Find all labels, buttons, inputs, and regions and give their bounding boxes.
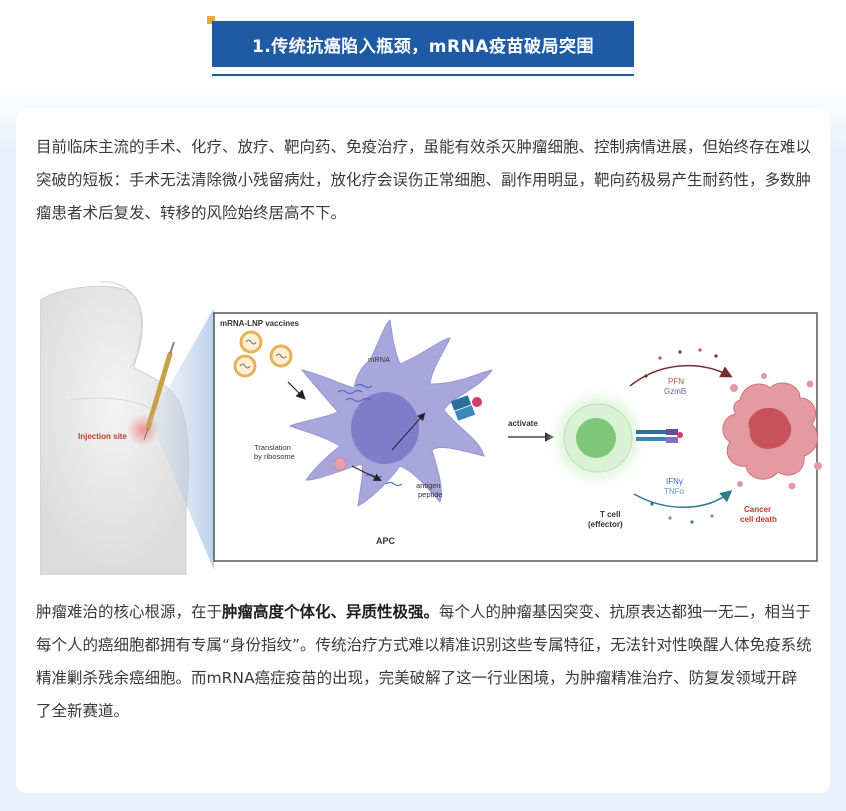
cancer-label-1: Cancer	[744, 505, 771, 514]
vaccines-label: mRNA-LNP vaccines	[220, 319, 300, 328]
zoom-cone	[150, 308, 214, 570]
paragraph-core-reason-emphasis: 肿瘤高度个体化、异质性极强。	[222, 603, 440, 621]
mrna-label: mRNA	[368, 355, 390, 364]
content-card: 目前临床主流的手术、化疗、放疗、靶向药、免疫治疗，虽能有效杀灭肿瘤细胞、控制病情…	[16, 109, 830, 793]
gzmb-label: GzmB	[664, 387, 686, 396]
paragraph-core-reason-start: 肿瘤难治的核心根源，在于	[36, 603, 223, 621]
section-title: 1.传统抗癌陷入瓶颈，mRNA疫苗破局突围	[207, 16, 635, 76]
apc-label: APC	[376, 536, 396, 546]
section-title-text: 1.传统抗癌陷入瓶颈，mRNA疫苗破局突围	[212, 21, 634, 67]
translation-label-1: Translation	[254, 443, 291, 452]
antigen-label-1: antigen	[416, 481, 441, 490]
ifn-arrow	[633, 490, 733, 508]
activate-label: activate	[508, 419, 538, 428]
injection-site-label: Injection site	[78, 432, 127, 441]
paragraph-intro: 目前临床主流的手术、化疗、放疗、靶向药、免疫治疗，虽能有效杀灭肿瘤细胞、控制病情…	[36, 138, 812, 222]
pfn-arrow	[629, 364, 733, 387]
t-cell-label-2: (effector)	[588, 520, 623, 529]
title-underline	[212, 74, 634, 76]
cancer-cell-icon	[722, 373, 822, 490]
apc-cell-icon	[288, 319, 494, 507]
t-cell-icon	[544, 384, 683, 492]
pfn-label: PFN	[668, 377, 684, 386]
tnfa-label: TNFα	[664, 487, 685, 496]
antigen-label-2: peptide	[418, 490, 443, 499]
mrna-vaccine-figure: Injection site mRNA-LNP vaccines	[39, 280, 830, 576]
translation-label-2: by ribosome	[254, 452, 295, 461]
uptake-arrow	[287, 381, 306, 400]
cancer-label-2: cell death	[740, 515, 777, 524]
lnp-particles-icon	[233, 330, 293, 378]
mhc-receptor-icon	[450, 395, 482, 421]
paragraph-core-reason: 肿瘤难治的核心根源，在于肿瘤高度个体化、异质性极强。每个人的肿瘤基因突变、抗原表…	[36, 596, 812, 728]
paragraph-core-reason-rest: 每个人的肿瘤基因突变、抗原表达都独一无二，相当于每个人的癌细胞都拥有专属“身份指…	[36, 603, 812, 720]
ifng-label: IFNγ	[666, 477, 683, 486]
t-cell-label-1: T cell	[600, 510, 620, 519]
cytokine-dots-icon	[644, 348, 718, 524]
syringe-icon	[143, 341, 175, 441]
title-accent-square	[207, 16, 215, 24]
